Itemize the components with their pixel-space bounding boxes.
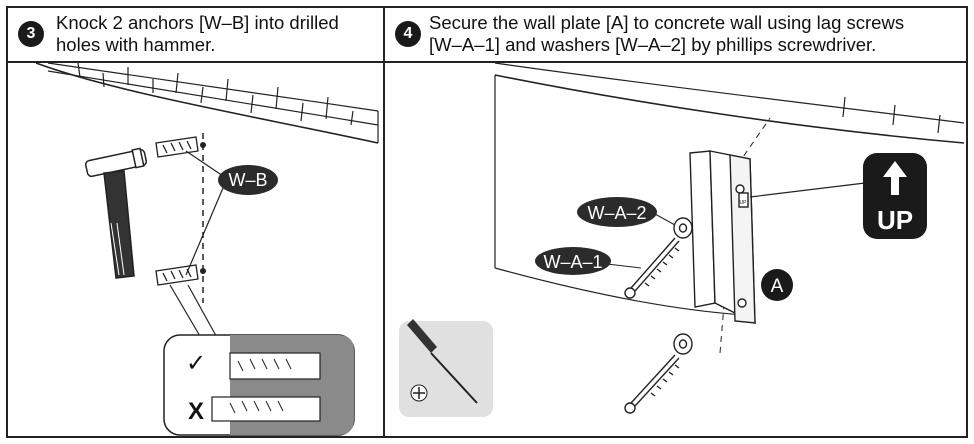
- ceiling-wall: [494, 63, 964, 316]
- step-4-panel: 4 Secure the wall plate [A] to concrete …: [385, 8, 966, 436]
- step-instruction-text: Secure the wall plate [A] to concrete wa…: [429, 12, 905, 55]
- step-3-illustration: W–B ✓ X: [35, 63, 379, 436]
- lag-screw-label: W–A–1: [543, 252, 602, 272]
- wall-plate-icon: [689, 150, 756, 325]
- hammer-icon: [84, 147, 148, 279]
- cross-icon: X: [188, 398, 204, 425]
- instruction-sheet: 3 Knock 2 anchors [W–B] into drilled hol…: [6, 6, 968, 438]
- step-4-illustration: UP UP A W–A–2: [399, 63, 964, 417]
- up-badge-label: UP: [877, 205, 913, 235]
- screwdriver-icon: [407, 319, 478, 404]
- step-4-header: 4 Secure the wall plate [A] to concrete …: [385, 8, 966, 63]
- phillips-head-icon: [410, 384, 428, 402]
- anchor-callout: ✓ X: [163, 334, 355, 436]
- anchor-label: W–B: [228, 170, 267, 190]
- step-number-badge: 3: [18, 21, 44, 47]
- step-3-panel: 3 Knock 2 anchors [W–B] into drilled hol…: [8, 8, 385, 436]
- step-3-header: 3 Knock 2 anchors [W–B] into drilled hol…: [8, 8, 383, 63]
- ceiling-wall: [35, 63, 379, 144]
- plate-label: A: [771, 276, 784, 297]
- washer-icon: [673, 217, 693, 355]
- step-instruction-text: Knock 2 anchors [W–B] into drilled holes…: [56, 12, 339, 55]
- up-arrow-icon: [883, 161, 907, 195]
- plate-up-mark: UP: [740, 200, 748, 206]
- washer-label: W–A–2: [587, 203, 646, 223]
- check-icon: ✓: [186, 349, 206, 377]
- up-badge: UP: [863, 153, 927, 239]
- step-number-badge: 4: [395, 21, 421, 47]
- screwdriver-tool-box: [399, 319, 493, 417]
- lag-screw-icon: [624, 237, 680, 414]
